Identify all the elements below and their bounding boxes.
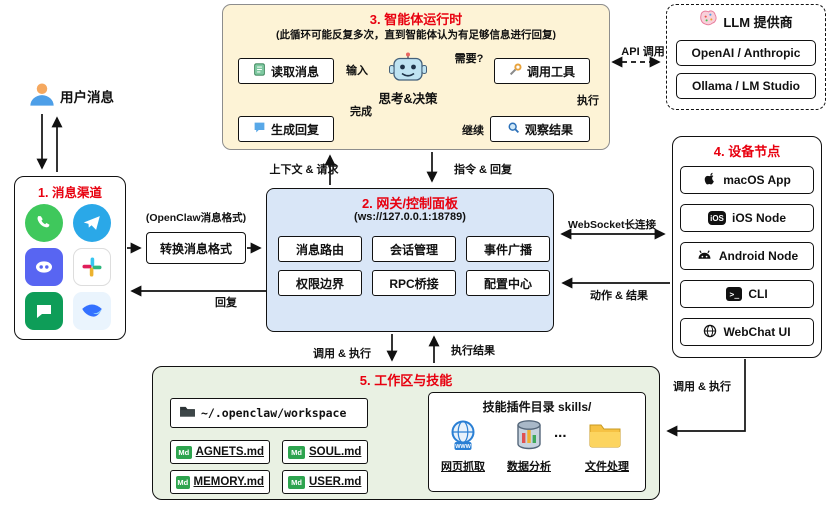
file-agnets-md: Md AGNETS.md xyxy=(170,440,270,464)
channels-title: 1. 消息渠道 xyxy=(38,186,102,200)
call-tools-box: 调用工具 xyxy=(494,58,590,84)
file-soul-md: Md SOUL.md xyxy=(282,440,368,464)
gateway-module-message-routing: 消息路由 xyxy=(278,236,362,262)
skills-dir-title: 技能插件目录 skills/ xyxy=(482,400,592,414)
convert-format-box: 转换消息格式 xyxy=(146,232,246,264)
runtime-subtitle: (此循环可能反复多次，直到智能体认为有足够信息进行回复) xyxy=(276,29,556,41)
file-soul-label: SOUL.md xyxy=(309,446,362,458)
gateway-module-config-center: 配置中心 xyxy=(466,270,550,296)
brain-icon xyxy=(699,10,718,32)
call-tools-label: 调用工具 xyxy=(526,64,575,79)
continue-arrow-label: 继续 xyxy=(462,125,484,137)
folder-dark-icon xyxy=(179,405,196,421)
observe-results-box: 观察结果 xyxy=(490,116,590,142)
observe-results-label: 观察结果 xyxy=(524,122,573,137)
file-agnets-label: AGNETS.md xyxy=(195,446,264,458)
skill-data-analysis-label: 数据分析 xyxy=(507,461,551,473)
file-memory-md: Md MEMORY.md xyxy=(170,470,270,494)
call-execute-right-label: 调用 & 执行 xyxy=(672,381,732,393)
file-user-md: Md USER.md xyxy=(282,470,368,494)
robot-icon xyxy=(388,52,428,86)
google-chat-icon xyxy=(25,292,63,330)
device-ios-label: iOS Node xyxy=(731,211,786,225)
gateway-title: 2. 网关/控制面板 xyxy=(361,196,459,211)
device-android-label: Android Node xyxy=(718,249,799,263)
runtime-title: 3. 智能体运行时 xyxy=(369,12,463,27)
device-webchat: WebChat UI xyxy=(680,318,814,346)
user-icon xyxy=(28,80,56,108)
workspace-path: ~/.openclaw/workspace xyxy=(201,406,347,420)
llm-title: LLM 提供商 xyxy=(723,14,793,30)
whatsapp-icon xyxy=(25,204,63,242)
wrench-icon xyxy=(509,63,522,79)
magnifier-icon xyxy=(507,121,520,137)
device-webchat-label: WebChat UI xyxy=(723,325,791,339)
arrow-devices-to-workspace xyxy=(666,359,746,437)
gateway-module-session-mgmt: 会话管理 xyxy=(372,236,456,262)
user-message-label: 用户消息 xyxy=(60,90,114,105)
read-message-label: 读取消息 xyxy=(270,64,319,79)
database-icon xyxy=(512,418,546,457)
gateway-module-event-broadcast: 事件广播 xyxy=(466,236,550,262)
think-decide-label: 思考&决策 xyxy=(378,92,438,106)
markdown-icon: Md xyxy=(288,475,305,489)
device-cli: >_ CLI xyxy=(680,280,814,308)
device-macos-label: macOS App xyxy=(723,173,791,187)
markdown-icon: Md xyxy=(176,475,190,489)
android-icon xyxy=(696,249,713,263)
openclaw-format-note: (OpenClaw消息格式) xyxy=(145,212,247,224)
gateway-subtitle: (ws://127.0.0.1:18789) xyxy=(354,211,466,223)
file-user-label: USER.md xyxy=(309,476,362,488)
slack-icon xyxy=(73,248,111,286)
input-arrow-label: 输入 xyxy=(346,65,368,77)
workspace-title: 5. 工作区与技能 xyxy=(359,373,453,388)
web-scrape-icon: WWW xyxy=(446,418,480,457)
gateway-module-rpc-bridge: RPC桥接 xyxy=(372,270,456,296)
feishu-icon xyxy=(73,292,111,330)
execute-result-label: 执行结果 xyxy=(451,345,495,357)
generate-reply-label: 生成回复 xyxy=(270,122,319,137)
websocket-label: WebSocket长连接 xyxy=(568,219,656,231)
command-reply-label: 指令 & 回复 xyxy=(453,164,513,176)
gateway-module-permission: 权限边界 xyxy=(278,270,362,296)
webchat-icon xyxy=(703,324,717,341)
apple-icon xyxy=(703,172,717,189)
llm-header: LLM 提供商 xyxy=(666,10,826,32)
chat-bubble-icon xyxy=(253,121,266,137)
markdown-icon: Md xyxy=(176,445,192,459)
devices-title: 4. 设备节点 xyxy=(713,144,781,159)
skill-file-process-label: 文件处理 xyxy=(585,461,629,473)
channels-app-grid xyxy=(25,204,111,330)
discord-icon xyxy=(25,248,63,286)
svg-text:WWW: WWW xyxy=(455,444,471,450)
reply-flow-label: 回复 xyxy=(215,297,237,309)
done-arrow-label: 完成 xyxy=(350,106,372,118)
context-request-label: 上下文 & 请求 xyxy=(269,164,339,176)
terminal-icon: >_ xyxy=(726,287,743,301)
telegram-icon xyxy=(73,204,111,242)
file-memory-label: MEMORY.md xyxy=(193,476,265,488)
markdown-icon: Md xyxy=(288,445,305,459)
generate-reply-box: 生成回复 xyxy=(238,116,334,142)
read-message-icon xyxy=(253,63,266,79)
llm-provider-ollama-lmstudio: Ollama / LM Studio xyxy=(676,73,816,99)
call-execute-label: 调用 & 执行 xyxy=(312,348,372,360)
api-call-label: API 调用 xyxy=(621,46,665,58)
llm-provider-openai-anthropic: OpenAI / Anthropic xyxy=(676,40,816,66)
ios-icon: iOS xyxy=(707,211,726,225)
skills-ellipsis: ... xyxy=(554,424,567,441)
device-cli-label: CLI xyxy=(748,287,768,301)
folder-icon xyxy=(588,421,622,454)
action-result-label: 动作 & 结果 xyxy=(589,290,649,302)
device-macos: macOS App xyxy=(680,166,814,194)
skill-web-scrape-label: 网页抓取 xyxy=(441,461,485,473)
device-ios: iOS iOS Node xyxy=(680,204,814,232)
workspace-path-box: ~/.openclaw/workspace xyxy=(170,398,368,428)
read-message-box: 读取消息 xyxy=(238,58,334,84)
device-android: Android Node xyxy=(680,242,814,270)
execute-arrow-label: 执行 xyxy=(577,95,599,107)
need-arrow-label: 需要? xyxy=(454,53,484,65)
